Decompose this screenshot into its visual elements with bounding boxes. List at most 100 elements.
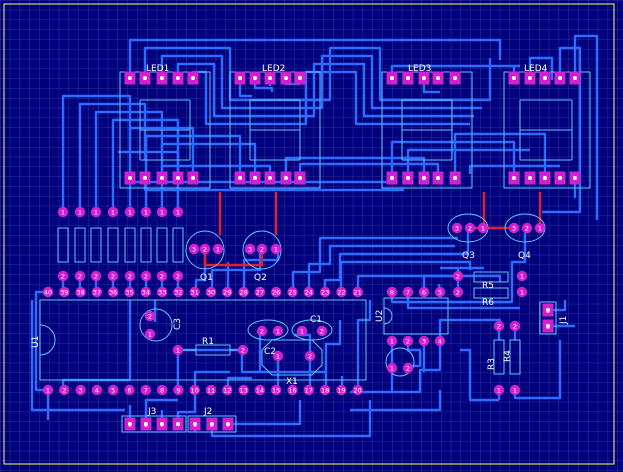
u1-pad-bottom: 8 [156, 384, 168, 396]
pad-shape [402, 286, 414, 298]
label-x1: X1 [286, 377, 298, 387]
u2-pad-top: 5 [434, 286, 446, 298]
pad-number: 2 [144, 420, 148, 428]
pad-shape [508, 222, 520, 234]
pad-shape [238, 384, 249, 396]
pad-hole [390, 176, 394, 180]
pad-shape [156, 384, 168, 396]
pad-shape [212, 243, 224, 255]
pad-shape [90, 206, 102, 218]
pad-hole [193, 422, 197, 426]
pad-number: 1 [61, 208, 65, 216]
pad-shape [296, 325, 308, 337]
c1-pad: 1 [296, 325, 308, 337]
u1-pad-top: 24 [303, 286, 314, 298]
pad-number: 24 [305, 288, 313, 296]
label-j3: J3 [147, 407, 156, 417]
pad-number: 16 [288, 386, 296, 394]
pad-number: 3 [226, 420, 230, 428]
label-r6: R6 [482, 298, 494, 308]
resnet-pad-top: 1 [124, 206, 136, 218]
pad-number: 21 [354, 288, 362, 296]
pad-shape [319, 384, 331, 396]
pad-hole [512, 76, 516, 80]
pad-number: 11 [207, 386, 215, 394]
led3-pad-top [418, 71, 430, 85]
pad-shape [287, 384, 298, 396]
pad-shape [188, 243, 200, 255]
u1-pad-bottom: 12 [222, 384, 233, 396]
led1-pad-bottom [139, 171, 151, 185]
pad-shape [124, 270, 136, 282]
pad-number: 15 [272, 386, 280, 394]
j2-pad: 1 [189, 417, 201, 431]
pad-shape [91, 384, 103, 396]
pad-shape [59, 286, 70, 298]
j1-pad: 1 [542, 303, 554, 317]
pad-hole [268, 176, 272, 180]
pad-number: 32 [174, 288, 182, 296]
u1-pad-top: 31 [189, 286, 200, 298]
u2-outline [383, 297, 449, 335]
pad-shape [509, 384, 521, 396]
pad-shape [90, 270, 102, 282]
pad-shape [91, 286, 103, 298]
pad-shape [256, 243, 268, 255]
pad-shape [516, 286, 528, 298]
pad-shape [477, 222, 489, 234]
led4-pad-bottom [508, 171, 520, 185]
pad-shape [402, 335, 414, 347]
pad-number: 1 [497, 386, 501, 394]
pad-number: 2 [111, 272, 115, 280]
pad-number: 2 [546, 322, 550, 330]
pad-shape [140, 384, 151, 396]
pad-hole [253, 176, 257, 180]
led3-pad-bottom [432, 171, 444, 185]
pad-number: 35 [125, 288, 133, 296]
pad-number: 4 [95, 386, 99, 394]
c2-pad: 1 [272, 325, 284, 337]
label-r5: R5 [482, 281, 494, 291]
pad-number: 1 [216, 245, 220, 253]
led1-pad-top [172, 71, 184, 85]
pad-number: 2 [176, 272, 180, 280]
pad-hole [453, 176, 457, 180]
pad-number: 1 [481, 224, 485, 232]
pad-number: 5 [438, 288, 442, 296]
pad-number: 13 [239, 386, 247, 394]
c2-pad: 2 [256, 325, 268, 337]
pad-shape [199, 243, 211, 255]
r5-pad: 1 [516, 270, 528, 282]
pad-hole [210, 422, 214, 426]
led2-pad-top [294, 71, 306, 85]
pad-shape [237, 344, 249, 356]
q3-pad: 1 [477, 222, 489, 234]
component-labels: LED1 LED2 LED3 LED4 Q1 Q2 Q3 Q4 U1 U2 R1… [31, 64, 569, 417]
pad-shape [124, 286, 135, 298]
led2-pad-bottom [294, 171, 306, 185]
u1-pad-bottom: 9 [173, 384, 184, 396]
pad-number: 7 [144, 386, 148, 394]
pad-number: 5 [111, 386, 115, 394]
u1-pad-top: 26 [271, 286, 282, 298]
pad-shape [172, 270, 184, 282]
pad-shape [222, 384, 233, 396]
pad-number: 1 [390, 364, 394, 372]
pad-hole [422, 76, 426, 80]
pad-shape [108, 286, 119, 298]
pad-shape [74, 270, 86, 282]
pad-shape [189, 384, 200, 396]
label-j1: J1 [559, 316, 569, 325]
pad-shape [144, 328, 156, 340]
pad-shape [42, 384, 54, 396]
pad-number: 2 [525, 224, 529, 232]
pad-number: 22 [337, 288, 345, 296]
pad-hole [128, 176, 132, 180]
r1-pad: 1 [172, 344, 184, 356]
pad-shape [124, 206, 136, 218]
led1-pad-bottom [124, 171, 136, 185]
label-led3: LED3 [408, 64, 431, 74]
pad-shape [256, 325, 268, 337]
pad-number: 3 [455, 224, 459, 232]
pad-number: 1 [111, 208, 115, 216]
